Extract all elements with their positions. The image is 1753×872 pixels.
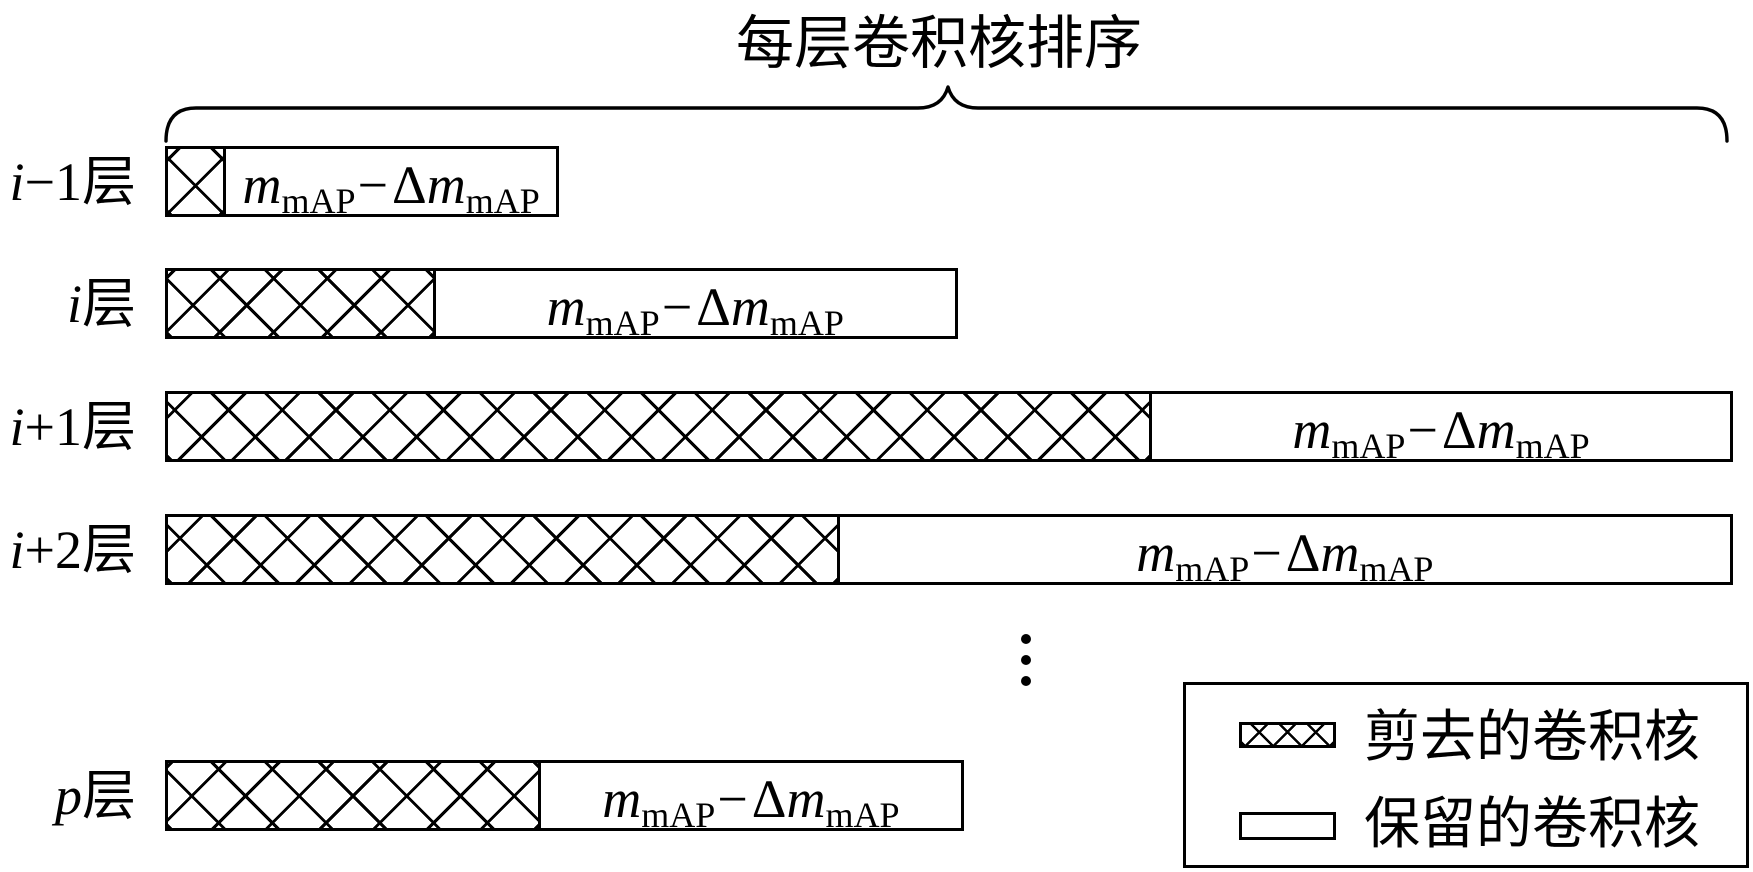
layer-label-variable: p (55, 766, 82, 826)
formula-variable: m (786, 768, 826, 829)
formula-minus: − (357, 154, 388, 215)
formula-variable: m (602, 768, 642, 829)
pruned-segment (168, 271, 436, 336)
layer-label-variable: i (9, 520, 25, 580)
bar-formula: mmAP−ΔmmAP (546, 271, 844, 341)
pruned-segment (168, 394, 1153, 459)
layer-label: i+2层 (10, 520, 136, 580)
legend: 剪去的卷积核 保留的卷积核 (1183, 682, 1749, 868)
kernel-bar: mmAP−ΔmmAP (165, 146, 559, 219)
retained-segment: mmAP−ΔmmAP (1152, 394, 1730, 464)
formula-subscript: mAP (1175, 548, 1250, 589)
formula-variable: m (1292, 399, 1332, 460)
retained-segment: mmAP−ΔmmAP (541, 763, 961, 833)
layer-label: p层 (55, 766, 136, 826)
formula-variable: m (1136, 522, 1176, 583)
formula-minus: − (1407, 399, 1438, 460)
vertical-ellipsis-icon (1021, 634, 1031, 686)
formula-subscript: mAP (1331, 425, 1406, 466)
empty-swatch-icon (1239, 812, 1336, 840)
pruned-segment (168, 763, 541, 828)
layer-label-variable: i (9, 397, 25, 457)
formula-subscript: mAP (825, 794, 900, 835)
formula-subscript: mAP (769, 302, 844, 343)
formula-subscript: mAP (465, 180, 540, 221)
formula-delta: Δ (391, 154, 427, 215)
formula-subscript: mAP (1359, 548, 1434, 589)
bar-formula: mmAP−ΔmmAP (242, 149, 539, 219)
formula-variable: m (1476, 399, 1516, 460)
formula-minus: − (1251, 522, 1282, 583)
formula-variable: m (1320, 522, 1360, 583)
formula-variable: m (546, 276, 586, 337)
layer-label: i+1层 (10, 397, 136, 457)
bar-formula: mmAP−ΔmmAP (602, 763, 899, 833)
legend-label-retained: 保留的卷积核 (1364, 794, 1700, 856)
diagram-title: 每层卷积核排序 (735, 11, 1143, 76)
bar-formula: mmAP−ΔmmAP (1136, 517, 1433, 587)
formula-minus: − (717, 768, 748, 829)
formula-delta: Δ (1285, 522, 1321, 583)
kernel-bar: mmAP−ΔmmAP (165, 391, 1733, 464)
formula-delta: Δ (751, 768, 787, 829)
kernel-bar: mmAP−ΔmmAP (165, 268, 958, 341)
layer-label: i−1层 (10, 152, 136, 212)
layer-label-suffix: +1层 (24, 397, 136, 457)
layer-label-variable: i (9, 152, 25, 212)
kernel-bar: mmAP−ΔmmAP (165, 514, 1733, 587)
layer-label-suffix: 层 (82, 274, 136, 334)
retained-segment: mmAP−ΔmmAP (436, 271, 955, 341)
pruned-segment (168, 517, 840, 582)
formula-variable: m (730, 276, 770, 337)
formula-delta: Δ (696, 276, 731, 337)
bar-formula: mmAP−ΔmmAP (1292, 394, 1589, 464)
legend-label-pruned: 剪去的卷积核 (1364, 707, 1700, 769)
formula-variable: m (242, 154, 282, 215)
layer-label-suffix: −1层 (24, 152, 136, 212)
formula-subscript: mAP (585, 302, 660, 343)
formula-subscript: mAP (1515, 425, 1590, 466)
crosshatch-swatch-icon (1239, 722, 1336, 748)
layer-label-suffix: +2层 (24, 520, 136, 580)
layer-label: i层 (67, 274, 136, 334)
formula-delta: Δ (1441, 399, 1477, 460)
formula-variable: m (426, 154, 466, 215)
layer-label-suffix: 层 (82, 766, 136, 826)
formula-subscript: mAP (641, 794, 716, 835)
layer-label-variable: i (66, 274, 82, 334)
retained-segment: mmAP−ΔmmAP (226, 149, 556, 219)
formula-subscript: mAP (281, 180, 356, 221)
kernel-bar: mmAP−ΔmmAP (165, 760, 964, 833)
curly-brace-icon (164, 85, 1729, 143)
formula-minus: − (661, 276, 693, 337)
pruned-segment (168, 149, 227, 214)
retained-segment: mmAP−ΔmmAP (840, 517, 1730, 587)
